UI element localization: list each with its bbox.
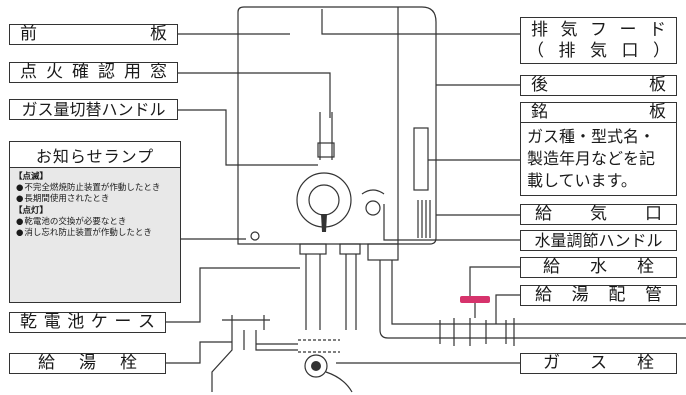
lit-item: 乾電池の交換が必要なとき: [14, 217, 176, 228]
label-exhaust-outlet-c1: （: [527, 40, 544, 61]
label-exhaust-hood-c5: ド: [649, 19, 666, 40]
blink-heading: 【点滅】: [14, 172, 49, 182]
label-exhaust-outlet-c5: ）: [653, 40, 670, 61]
label-exhaust-hood-c3: フ: [590, 19, 607, 40]
lit-heading: 【点灯】: [14, 206, 49, 216]
label-nameplate: 銘 板 ガス種・型式名・ 製造年月などを記 載しています。: [520, 102, 677, 196]
water-valve-handle: [460, 296, 490, 303]
notification-lamp-dot: [250, 231, 260, 241]
label-nameplate-c2: 板: [649, 102, 666, 122]
label-gas-switch-handle: ガス量切替ハンドル: [9, 99, 178, 120]
label-water-adjust-handle-text: 水量調節ハンドル: [534, 230, 663, 250]
label-rear-panel-c1: 後: [531, 75, 548, 95]
label-hot-water-pipe-c1: 給: [535, 285, 552, 305]
water-handle: [365, 200, 381, 216]
air-supply-vent: [417, 200, 431, 238]
label-supply-port-c3: 口: [645, 204, 662, 224]
label-confirm-window: 点 火 確 認 用 窓: [9, 62, 178, 83]
label-battery-case-c5: ー: [114, 312, 132, 332]
blink-item: 不完全燃焼防止装置が作動したとき: [14, 183, 176, 194]
gas-valve-body: [304, 354, 328, 378]
heater-front-panel: [237, 6, 437, 245]
label-hot-water-tap: 給 湯 栓: [9, 353, 166, 374]
label-water-supply-valve: 給 水 栓: [520, 257, 677, 278]
notification-lamp-title: お知らせランプ: [10, 142, 180, 168]
label-exhaust-outlet-c3: 気: [590, 40, 607, 61]
ignition-window: [317, 142, 335, 158]
label-gas-valve-c2: ス: [590, 353, 607, 373]
label-supply-port-c2: 気: [590, 204, 607, 224]
label-battery-case-c1: 乾: [20, 312, 37, 332]
label-exhaust-hood-c4: ー: [619, 19, 637, 40]
label-hot-water-pipe-c3: 配: [608, 285, 626, 305]
label-battery-case-c3: 池: [67, 312, 85, 332]
nameplate-desc-line: 載しています。: [527, 171, 637, 190]
label-battery-case: 乾 電 池 ケ ー ス: [9, 312, 166, 333]
label-confirm-window-c5: 用: [124, 62, 141, 82]
hot-water-outlet-pipe: [305, 254, 321, 330]
nameplate-desc-line: 製造年月などを記: [527, 149, 656, 168]
label-water-supply-valve-c2: 水: [590, 257, 607, 277]
label-exhaust-hood-c2: 気: [560, 19, 578, 40]
label-supply-port-c1: 給: [535, 204, 552, 224]
gas-valve-handle: [311, 361, 321, 371]
label-rear-panel-c2: 板: [649, 75, 666, 95]
label-gas-valve-c1: ガ: [543, 353, 560, 373]
label-confirm-window-c3: 確: [72, 62, 89, 82]
nameplate: [413, 127, 429, 191]
label-hot-water-tap-c2: 湯: [79, 353, 96, 373]
water-pipe: [379, 260, 440, 339]
label-supply-port: 給 気 口: [520, 204, 677, 225]
label-battery-case-c6: ス: [137, 312, 155, 332]
knob-pointer: [321, 214, 327, 232]
label-exhaust-outlet-c2: 排: [558, 40, 576, 61]
label-hot-water-pipe-c4: 管: [644, 285, 662, 305]
label-water-supply-valve-c1: 給: [543, 257, 560, 277]
lit-item: 消し忘れ防止装置が作動したとき: [14, 228, 176, 239]
label-battery-case-c4: ケ: [90, 312, 108, 332]
label-confirm-window-c2: 火: [46, 62, 63, 82]
label-front-panel: 前 板: [9, 24, 178, 45]
label-exhaust-hood-c1: 排: [531, 19, 548, 40]
label-hot-water-tap-c1: 給: [38, 353, 55, 373]
label-hot-water-tap-c3: 栓: [120, 353, 137, 373]
gas-pipe: [345, 254, 357, 330]
label-confirm-window-c1: 点: [20, 62, 37, 82]
nameplate-desc-line: ガス種・型式名・: [527, 127, 656, 146]
label-hot-water-pipe: 給 湯 配 管: [520, 285, 677, 306]
label-front-panel-c2: 板: [150, 24, 167, 44]
label-hot-water-pipe-c2: 湯: [571, 285, 589, 305]
label-exhaust-hood: 排 気 フ ー ド （ 排 気 口 ）: [520, 17, 677, 64]
label-gas-valve-c3: 栓: [637, 353, 654, 373]
blink-item: 長期間使用されたとき: [14, 194, 176, 205]
label-gas-valve: ガ ス 栓: [520, 353, 677, 374]
label-battery-case-c2: 電: [43, 312, 61, 332]
label-front-panel-c1: 前: [20, 24, 37, 44]
faucet: [211, 315, 298, 392]
notification-lamp-box: お知らせランプ 【点滅】 不完全燃焼防止装置が作動したとき 長期間使用されたとき…: [9, 141, 181, 303]
label-confirm-window-c6: 窓: [150, 62, 167, 82]
label-exhaust-outlet-c4: 口: [621, 40, 639, 61]
label-water-supply-valve-c3: 栓: [637, 257, 654, 277]
label-water-adjust-handle: 水量調節ハンドル: [520, 230, 677, 251]
label-rear-panel: 後 板: [520, 75, 677, 96]
label-nameplate-c1: 銘: [531, 102, 548, 122]
label-gas-switch-handle-text: ガス量切替ハンドル: [21, 99, 166, 119]
label-confirm-window-c4: 認: [98, 62, 115, 82]
